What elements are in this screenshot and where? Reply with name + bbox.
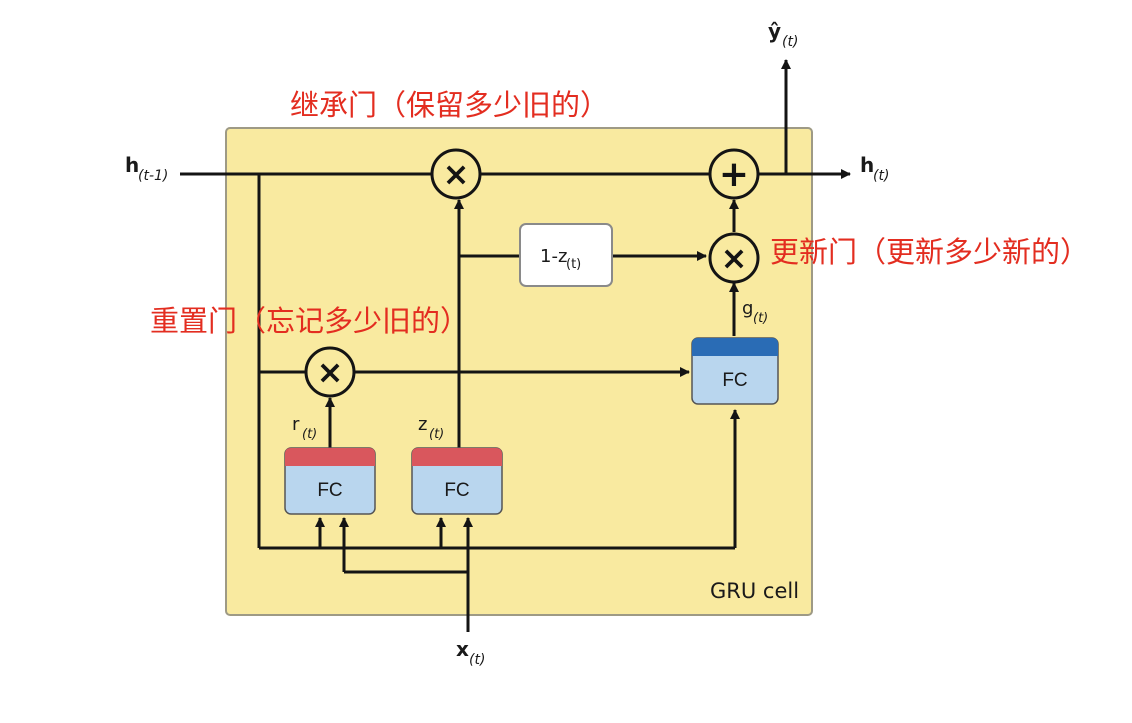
one-minus-z-label: 1-z	[540, 246, 567, 267]
add-op: +	[708, 148, 760, 200]
update-fc-label: FC	[444, 480, 469, 501]
g-sub: (t)	[753, 311, 768, 326]
reset-fc-label: FC	[317, 480, 342, 501]
h-next-sub: (t)	[873, 168, 889, 184]
one-minus-z-sub: (t)	[566, 257, 581, 272]
one-minus-z-box	[519, 223, 613, 287]
reset-multiply-op: ×	[304, 346, 356, 398]
r-sub: (t)	[302, 427, 317, 442]
update-gate-fc: FC	[411, 447, 503, 515]
z-sub: (t)	[429, 427, 444, 442]
update-multiply-op: ×	[708, 232, 760, 284]
x-sub: (t)	[469, 652, 485, 668]
z-label: z	[418, 414, 427, 435]
reset-gate-annotation: 重置门（忘记多少旧的）	[150, 304, 469, 338]
plus-icon: +	[719, 154, 749, 195]
gru-cell-label: GRU cell	[710, 579, 799, 603]
y-hat-sub: (t)	[782, 34, 798, 50]
candidate-fc: FC	[691, 337, 779, 405]
h-next-label: h	[860, 153, 874, 177]
x-label: x	[456, 637, 469, 661]
h-prev-label: h	[125, 153, 139, 177]
r-label: r	[292, 414, 300, 435]
inherit-gate-annotation: 继承门（保留多少旧的）	[290, 88, 609, 122]
reset-gate-fc: FC	[284, 447, 376, 515]
h-prev-sub: (t-1)	[138, 168, 168, 184]
y-hat-label: ŷ	[768, 19, 781, 43]
candidate-fc-label: FC	[722, 370, 747, 391]
update-gate-annotation: 更新门（更新多少新的）	[770, 235, 1089, 269]
multiply-icon: ×	[317, 353, 344, 391]
multiply-icon: ×	[443, 155, 470, 193]
g-label: g	[742, 298, 753, 319]
keep-multiply-op: ×	[430, 148, 482, 200]
multiply-icon: ×	[721, 239, 748, 277]
